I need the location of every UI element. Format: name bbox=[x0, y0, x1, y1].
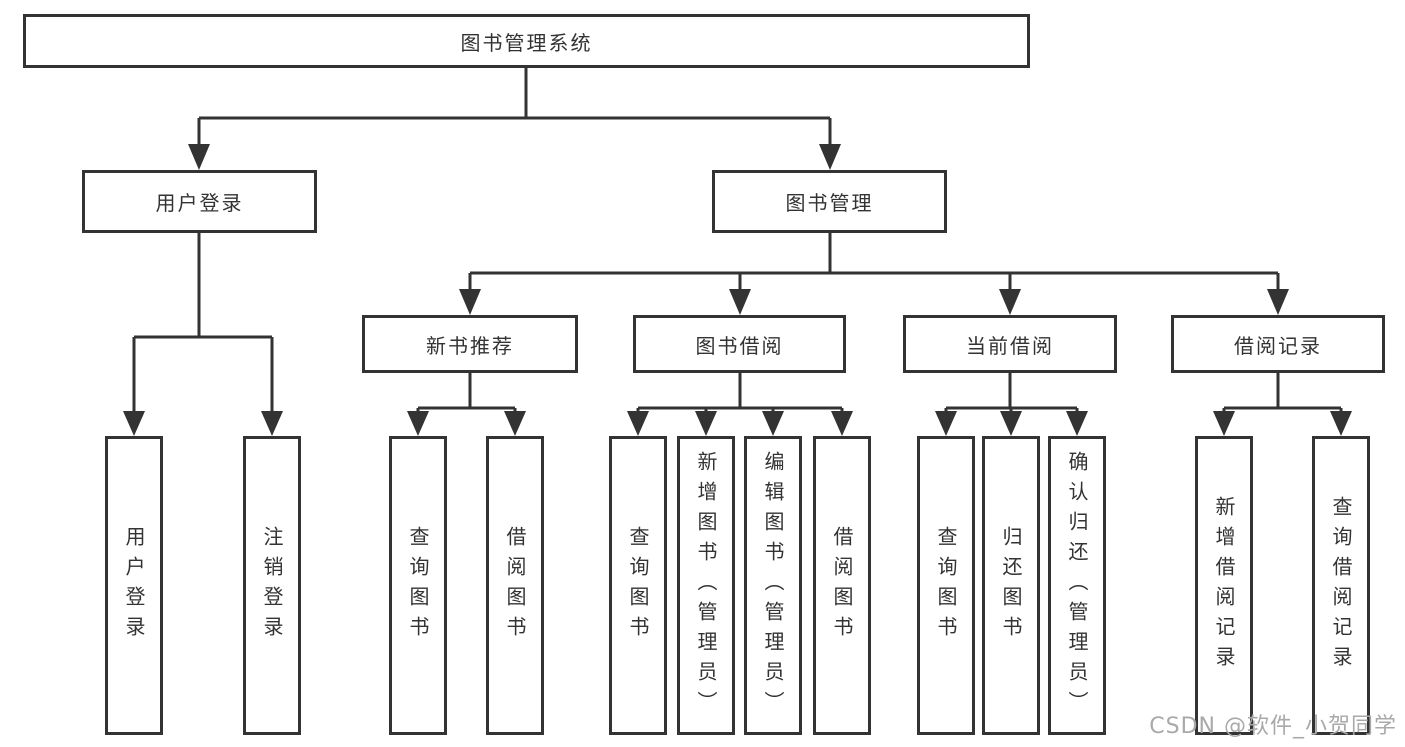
leaf-add-borrow-record-label: 新增借阅记录 bbox=[1212, 495, 1236, 676]
leaf-logout: 注销登录 bbox=[243, 436, 301, 735]
node-book-management: 图书管理 bbox=[712, 170, 947, 233]
leaf-borrow-query-books-label: 查询图书 bbox=[626, 525, 650, 646]
node-current-borrow: 当前借阅 bbox=[903, 315, 1117, 373]
leaf-edit-book-admin-label: 编辑图书（管理员） bbox=[761, 450, 785, 721]
node-new-book-recommend: 新书推荐 bbox=[362, 315, 578, 373]
leaf-newbooks-borrow-books: 借阅图书 bbox=[486, 436, 544, 735]
leaf-newbooks-query-books-label: 查询图书 bbox=[406, 525, 430, 646]
leaf-return-books: 归还图书 bbox=[982, 436, 1040, 735]
node-new-book-recommend-label: 新书推荐 bbox=[426, 333, 514, 358]
node-borrow-records-label: 借阅记录 bbox=[1234, 333, 1322, 358]
leaf-confirm-return-admin-label: 确认归还（管理员） bbox=[1065, 450, 1089, 721]
leaf-user-login-label: 用户登录 bbox=[122, 525, 146, 646]
leaf-borrow-query-books: 查询图书 bbox=[609, 436, 667, 735]
leaf-logout-label: 注销登录 bbox=[260, 525, 284, 646]
node-root: 图书管理系统 bbox=[23, 14, 1030, 68]
node-user-login-label: 用户登录 bbox=[155, 191, 244, 215]
node-user-login: 用户登录 bbox=[82, 170, 317, 233]
leaf-add-book-admin-label: 新增图书（管理员） bbox=[694, 450, 718, 721]
node-book-borrow-label: 图书借阅 bbox=[695, 333, 784, 358]
leaf-edit-book-admin: 编辑图书（管理员） bbox=[744, 436, 802, 735]
leaf-add-book-admin: 新增图书（管理员） bbox=[677, 436, 735, 735]
leaf-current-query-books-label: 查询图书 bbox=[934, 525, 958, 646]
node-book-management-label: 图书管理 bbox=[785, 191, 874, 215]
node-root-label: 图书管理系统 bbox=[460, 30, 593, 55]
leaf-borrow-borrow-books-label: 借阅图书 bbox=[830, 525, 854, 646]
leaf-user-login: 用户登录 bbox=[105, 436, 163, 735]
leaf-newbooks-query-books: 查询图书 bbox=[389, 436, 447, 735]
leaf-confirm-return-admin: 确认归还（管理员） bbox=[1048, 436, 1106, 735]
node-current-borrow-label: 当前借阅 bbox=[966, 333, 1054, 358]
leaf-borrow-borrow-books: 借阅图书 bbox=[813, 436, 871, 735]
leaf-newbooks-borrow-books-label: 借阅图书 bbox=[503, 525, 527, 646]
csdn-watermark: CSDN @软件_小贺同学 bbox=[1149, 714, 1397, 739]
leaf-query-borrow-record: 查询借阅记录 bbox=[1312, 436, 1370, 735]
node-book-borrow: 图书借阅 bbox=[633, 315, 846, 373]
node-borrow-records: 借阅记录 bbox=[1171, 315, 1385, 373]
leaf-current-query-books: 查询图书 bbox=[917, 436, 975, 735]
leaf-return-books-label: 归还图书 bbox=[999, 525, 1023, 646]
arrowhead-icons bbox=[123, 144, 1352, 436]
leaf-add-borrow-record: 新增借阅记录 bbox=[1195, 436, 1253, 735]
leaf-query-borrow-record-label: 查询借阅记录 bbox=[1329, 495, 1353, 676]
